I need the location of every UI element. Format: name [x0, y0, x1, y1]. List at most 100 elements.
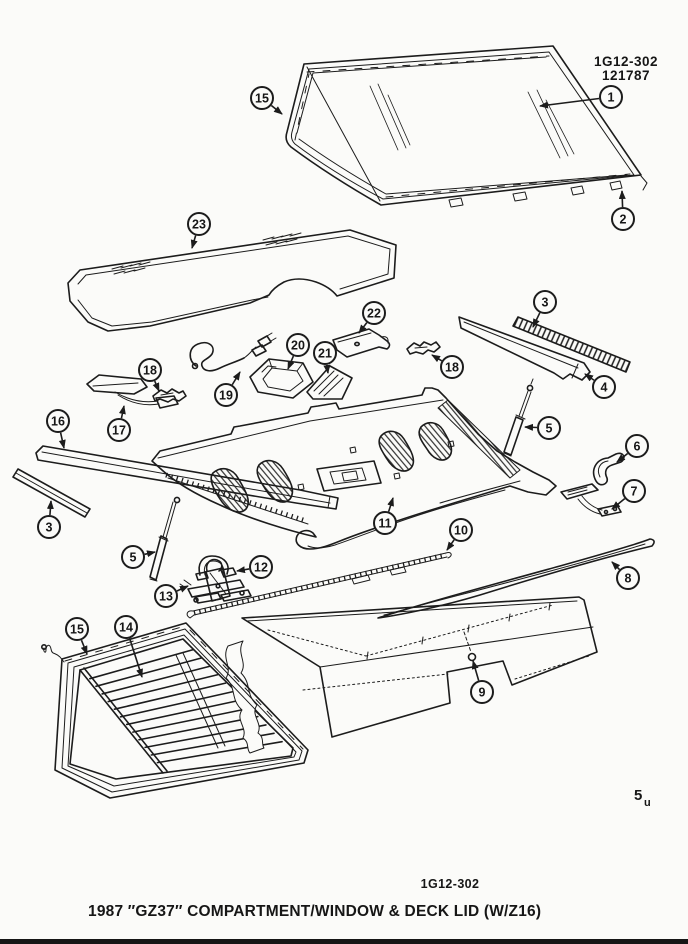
callout-balloon: [449, 518, 473, 542]
callout-arrow: [524, 423, 538, 431]
callout-arrow: [58, 432, 66, 449]
callout-balloon: [537, 416, 561, 440]
callout-number: 19: [219, 389, 233, 403]
callout-arrow: [80, 639, 88, 655]
callout-number: 16: [51, 415, 65, 429]
callout-number: 15: [255, 92, 269, 106]
callout-number: 9: [479, 686, 486, 700]
callout-balloon: [622, 479, 646, 503]
harness-art: [189, 332, 277, 372]
page-title: 1987 ″GZ37″ COMPARTMENT/WINDOW & DECK LI…: [88, 903, 541, 920]
latch-art: [179, 558, 252, 604]
callout-22: 22: [358, 301, 386, 334]
callout-number: 3: [542, 296, 549, 310]
callout-arrow: [128, 638, 143, 678]
callout-19: 19: [214, 371, 241, 407]
callout-arrow: [231, 371, 241, 386]
callout-17: 17: [107, 405, 131, 442]
callout-number: 2: [620, 213, 627, 227]
callout-balloon: [286, 333, 310, 357]
callout-number: 1: [608, 91, 615, 105]
callout-number: 18: [445, 361, 459, 375]
callout-10: 10: [446, 518, 473, 551]
striker-7-art: [560, 483, 622, 517]
callout-16: 16: [46, 409, 70, 449]
printers-mark-top: 5: [634, 787, 642, 804]
callout-arrow: [446, 539, 455, 551]
callout-arrow: [270, 104, 283, 115]
callout-1: 1: [539, 85, 623, 109]
callout-6: 6: [616, 434, 649, 463]
callout-arrow: [616, 452, 629, 463]
page-edge: [0, 939, 688, 944]
side-rail-right-art: [458, 316, 631, 381]
defogger-line: [95, 657, 203, 688]
callout-23: 23: [187, 212, 211, 249]
drawing-code-header: 1G12-302: [594, 54, 658, 69]
callout-12: 12: [236, 555, 273, 579]
torque-rod-art: [186, 552, 452, 619]
callout-arrow: [387, 497, 394, 512]
callout-balloon: [592, 375, 616, 399]
callout-balloon: [138, 358, 162, 382]
defogger-line: [138, 715, 259, 741]
callout-arrow: [618, 190, 626, 208]
callout-arrow: [584, 373, 595, 382]
callout-balloon: [121, 545, 145, 569]
callout-arrow: [176, 585, 189, 593]
callout-arrow: [358, 322, 368, 334]
callout-number: 11: [378, 517, 391, 531]
callout-number: 7: [631, 485, 638, 499]
defogger-line: [107, 673, 219, 703]
callout-7: 7: [611, 479, 646, 510]
hook-6-art: [592, 452, 625, 486]
callout-balloon: [214, 383, 238, 407]
strut-left-art: [149, 496, 181, 582]
printers-mark-bottom: u: [644, 797, 651, 809]
defogger-line: [89, 648, 195, 680]
callout-5: 5: [121, 545, 156, 569]
hatch-glass-upper-art: [285, 45, 648, 208]
defogger-line: [125, 699, 243, 726]
callout-arrow: [144, 550, 156, 558]
callout-15: 15: [65, 617, 89, 655]
callout-arrow: [287, 355, 295, 370]
callout-balloon: [37, 515, 61, 539]
callout-15: 15: [250, 86, 283, 115]
callout-arrow: [152, 380, 160, 392]
callout-balloon: [533, 290, 557, 314]
callout-balloon: [187, 212, 211, 236]
defogger-line: [132, 707, 251, 733]
diagram-line-art: [12, 45, 655, 799]
callout-balloon: [249, 555, 273, 579]
callout-balloon: [440, 355, 464, 379]
callout-balloon: [65, 617, 89, 641]
clip-18-left-art: [152, 388, 187, 403]
callout-arrow: [532, 312, 541, 328]
callout-number: 6: [634, 440, 641, 454]
callout-3: 3: [37, 500, 61, 539]
shelf-panel-art: [151, 387, 557, 550]
callout-balloon: [599, 85, 623, 109]
callout-number: 13: [159, 590, 173, 604]
callout-balloon: [616, 566, 640, 590]
callout-18: 18: [431, 354, 464, 379]
package-tray-art: [67, 229, 397, 332]
callout-number: 20: [291, 339, 305, 353]
callout-arrow: [611, 497, 626, 510]
callout-2: 2: [611, 190, 635, 231]
defogger-line: [113, 682, 227, 711]
strip-3-left-art: [12, 468, 91, 518]
callout-4: 4: [584, 373, 616, 399]
callout-number: 5: [546, 422, 553, 436]
callout-5: 5: [524, 416, 561, 440]
callout-number: 23: [192, 218, 206, 232]
callout-arrow: [46, 500, 54, 516]
callout-number: 21: [318, 347, 332, 361]
bracket-22-art: [332, 328, 391, 358]
stop-lamp-art: [249, 358, 353, 400]
callout-balloon: [611, 207, 635, 231]
callout-number: 17: [112, 424, 126, 438]
callout-21: 21: [313, 341, 337, 374]
